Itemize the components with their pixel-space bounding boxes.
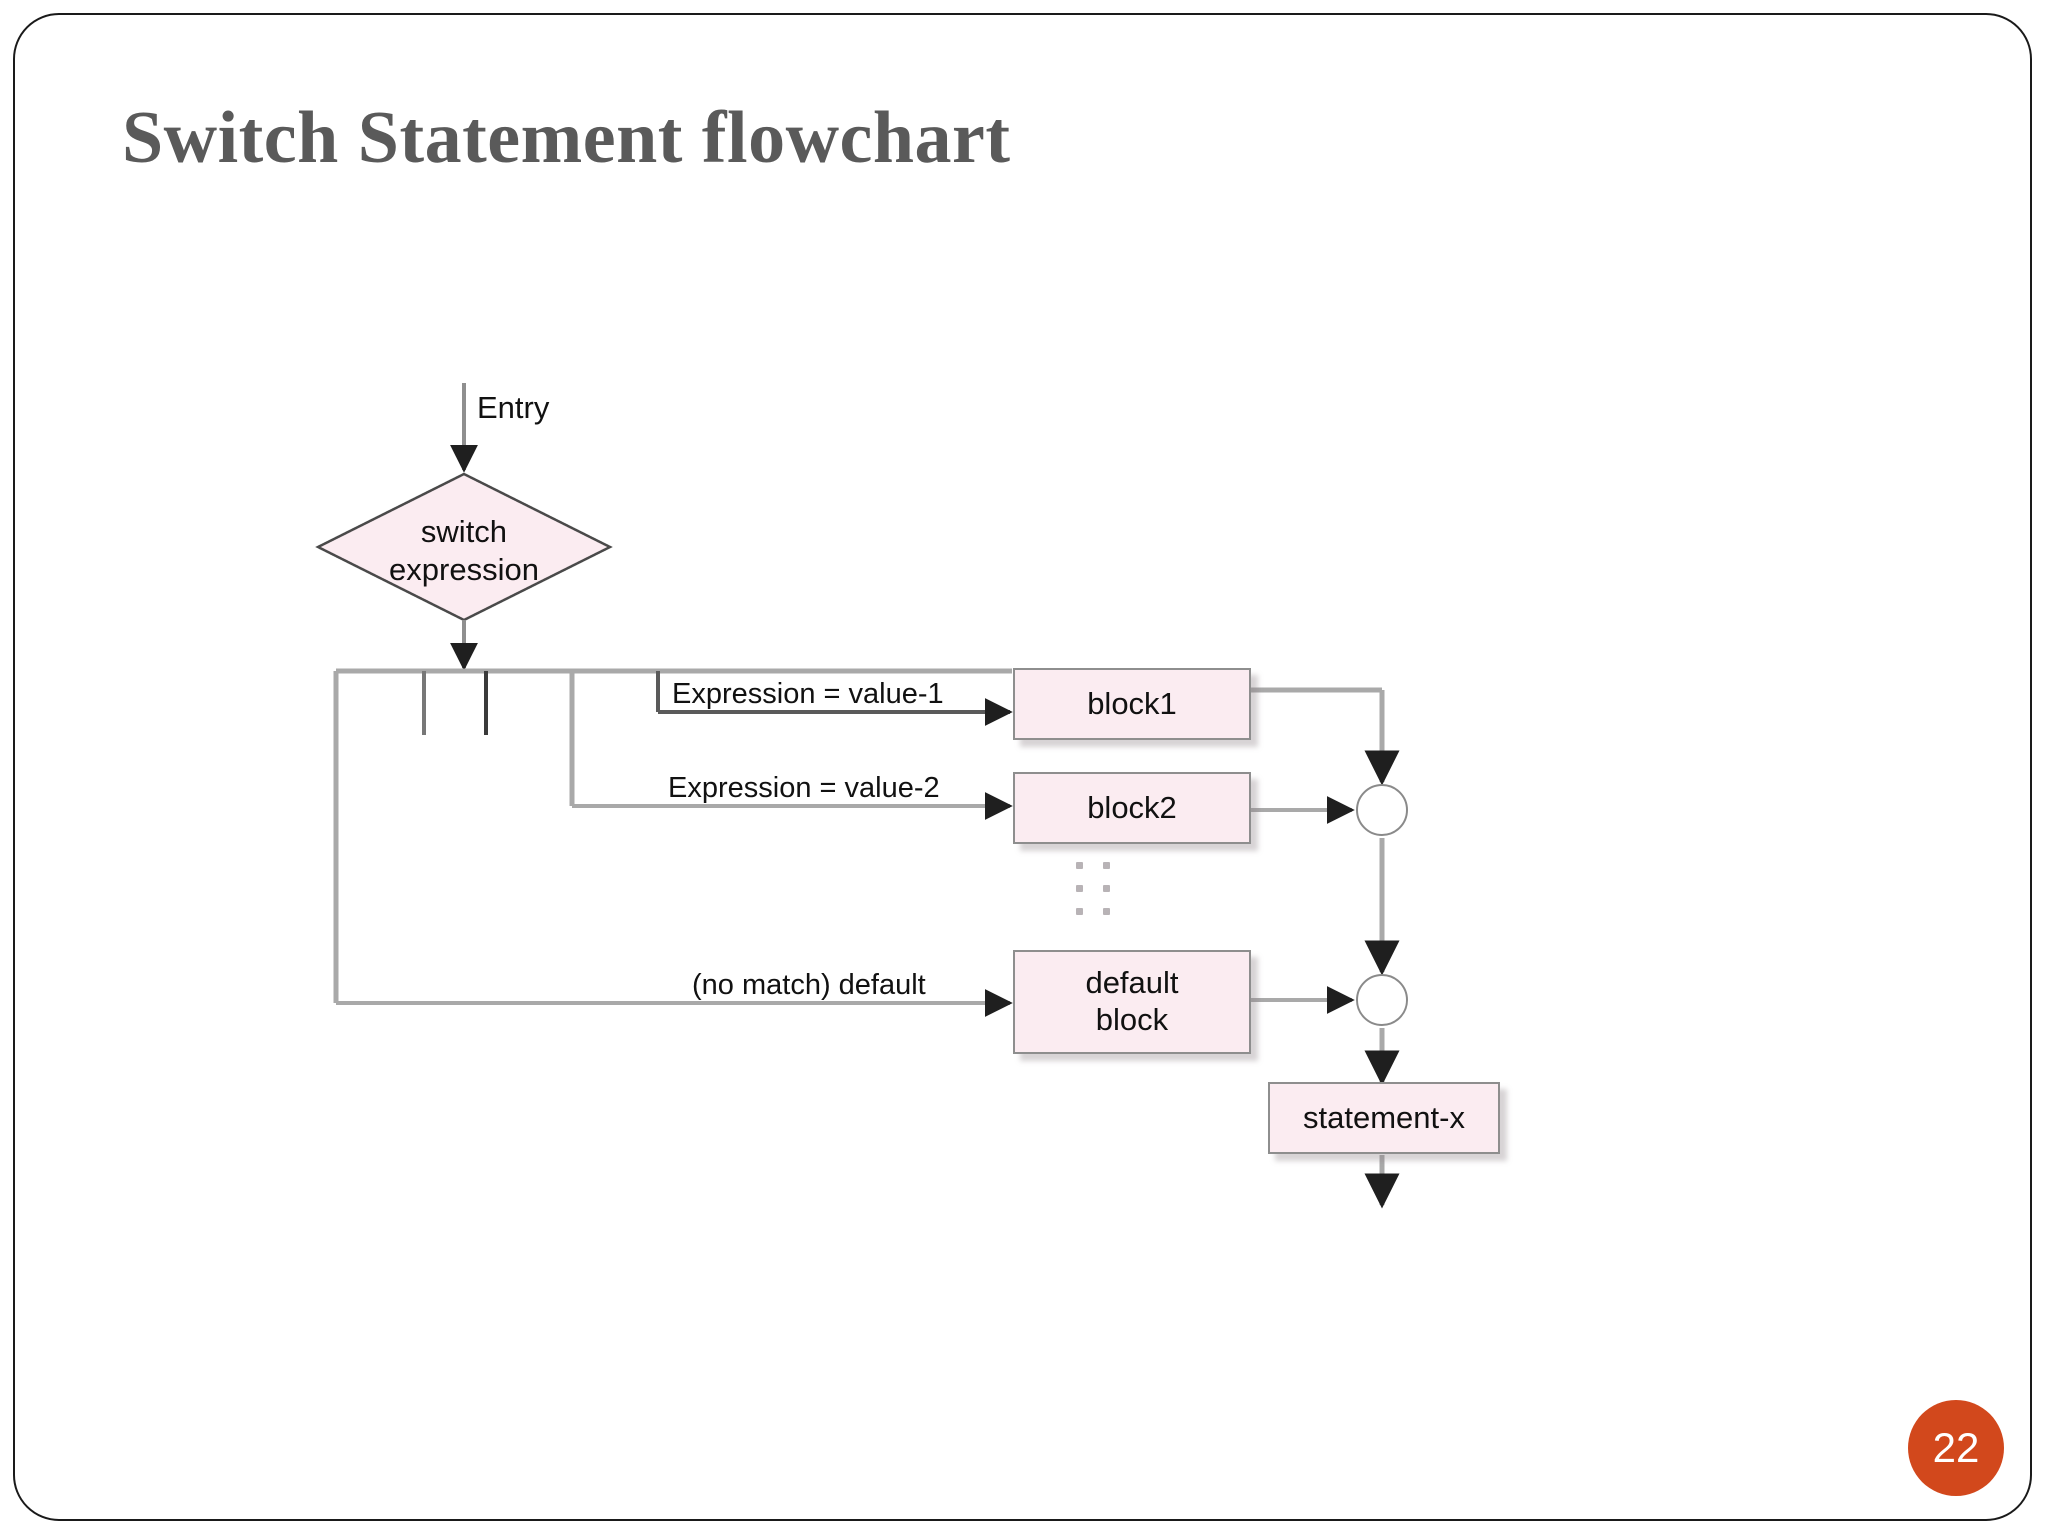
process-block2[interactable]: block2 [1013, 772, 1251, 844]
process-default-block-label: default block [1085, 965, 1179, 1037]
page-number-badge: 22 [1908, 1400, 2004, 1496]
process-statement-x[interactable]: statement-x [1268, 1082, 1500, 1154]
vertical-ellipsis-icon [1076, 862, 1112, 931]
entry-label: Entry [477, 390, 550, 425]
merge-node-1 [1356, 784, 1408, 836]
process-default-block[interactable]: default block [1013, 950, 1251, 1054]
process-block1[interactable]: block1 [1013, 668, 1251, 740]
edge-label-value-2: Expression = value-2 [668, 772, 940, 804]
edge-label-default: (no match) default [692, 969, 926, 1001]
process-statement-x-label: statement-x [1303, 1099, 1465, 1135]
decision-label: switch expression [389, 514, 539, 587]
page-title: Switch Statement flowchart [122, 97, 1011, 179]
process-block1-label: block1 [1087, 685, 1177, 721]
process-block2-label: block2 [1087, 789, 1177, 825]
edge-label-value-1: Expression = value-1 [672, 678, 944, 710]
merge-node-2 [1356, 974, 1408, 1026]
